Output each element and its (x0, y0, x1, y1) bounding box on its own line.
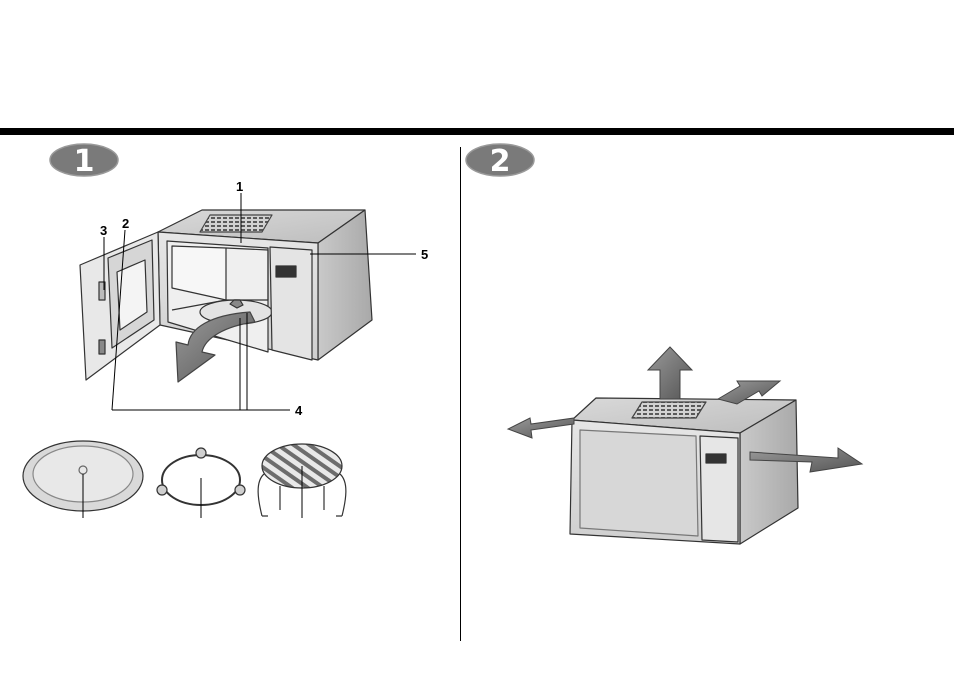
microwave-clearance-illustration (570, 398, 798, 544)
arrow-left-icon (508, 418, 574, 438)
callout-1: 1 (236, 179, 243, 194)
step-2-badge: 2 (466, 144, 534, 179)
step-2-number: 2 (490, 144, 511, 179)
roller-ring-illustration (157, 448, 245, 518)
step-1-number: 1 (74, 144, 95, 179)
glass-tray-illustration (23, 441, 143, 518)
arrow-up-icon (648, 347, 692, 399)
callout-5: 5 (421, 247, 428, 262)
callout-4: 4 (295, 403, 303, 418)
step-1-badge: 1 (50, 144, 118, 179)
microwave-open-illustration (80, 210, 372, 382)
callout-3: 3 (100, 223, 107, 238)
metal-rack-illustration (258, 444, 346, 518)
callout-2: 2 (122, 216, 129, 231)
